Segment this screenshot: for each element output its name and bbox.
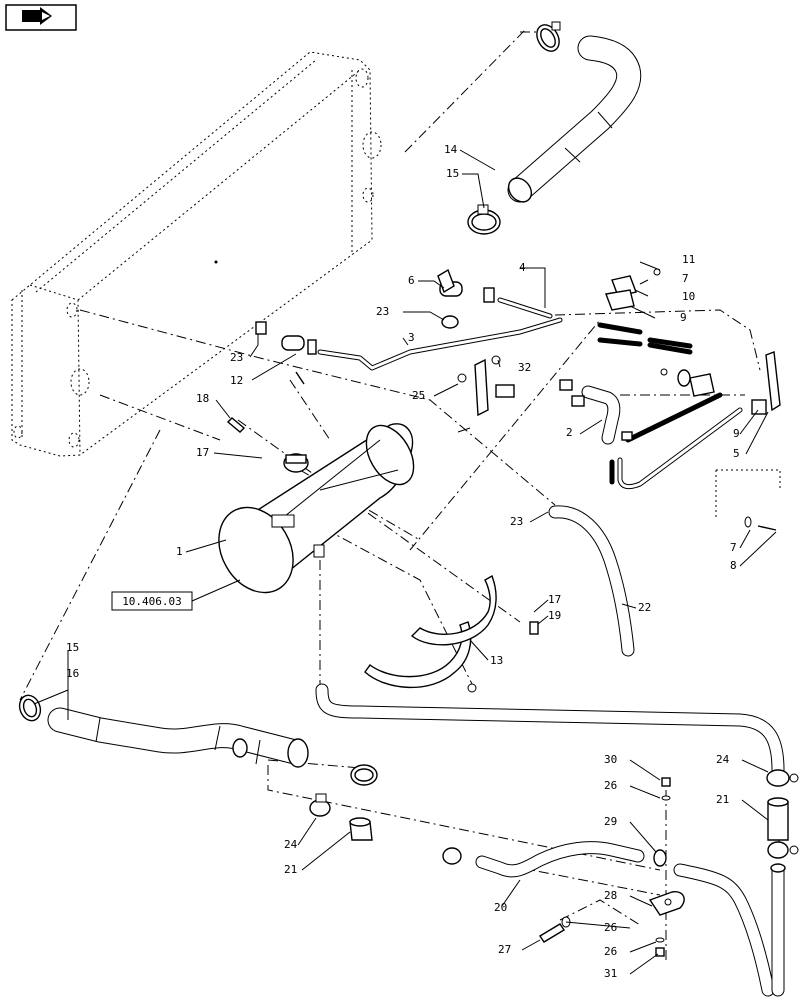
- bolt-19: [529, 621, 539, 635]
- sleeve-21-right: [767, 797, 789, 841]
- bracket-28: [648, 891, 685, 916]
- callout-label: 20: [494, 901, 507, 914]
- callout-label: 11: [682, 253, 695, 266]
- clamp-24-right: [766, 769, 799, 859]
- callout-label: 24: [716, 753, 730, 766]
- callout-label: 8: [730, 559, 737, 572]
- bolt-29: [653, 849, 667, 867]
- bolt-7-8: [744, 516, 777, 531]
- hose-20: [442, 841, 645, 878]
- callout-label: 26: [604, 921, 617, 934]
- callout-label: 23: [376, 305, 389, 318]
- upper-radiator-hose: [507, 35, 642, 203]
- callout-label: 16: [66, 667, 79, 680]
- connection-lines: [19, 29, 781, 960]
- hose-22: [548, 505, 635, 657]
- callout-label: 17: [548, 593, 561, 606]
- callout-label: 21: [716, 793, 729, 806]
- callout-label: 3: [408, 331, 415, 344]
- hose-2: [559, 379, 621, 445]
- lower-radiator-hose: [47, 707, 309, 768]
- tube-bundle-upper: [597, 322, 693, 355]
- callout-label: 4: [519, 261, 526, 274]
- callout-label: 17: [196, 446, 209, 459]
- callout-label: 19: [548, 609, 561, 622]
- callout-label: 9: [680, 311, 687, 324]
- callout-label: 15: [446, 167, 459, 180]
- fasteners-lower: [539, 777, 671, 957]
- callout-label: 31: [604, 967, 617, 980]
- callout-label: 29: [604, 815, 617, 828]
- callout-label: 1: [176, 545, 183, 558]
- callout-leaders: [33, 149, 777, 975]
- callout-label: 21: [284, 863, 297, 876]
- callout-label: 27: [498, 943, 511, 956]
- tube-3: [317, 317, 563, 371]
- callout-label: 5: [733, 447, 740, 460]
- reference-text: 10.406.03: [122, 595, 182, 608]
- reference-leader: [191, 579, 241, 602]
- callout-label: 18: [196, 392, 209, 405]
- coolant-expansion-tank: [218, 423, 415, 594]
- callout-label: 10: [682, 290, 695, 303]
- bracket-25: [457, 355, 515, 433]
- bracket-5: [660, 351, 781, 415]
- hose-clamp-mid: [350, 764, 378, 786]
- hose-clamp-top: [536, 21, 561, 52]
- sleeve-21-left: [349, 817, 373, 841]
- callout-label: 9: [733, 427, 740, 440]
- callout-label: 23: [510, 515, 523, 528]
- callout-label: 26: [604, 779, 617, 792]
- callout-label: 24: [284, 838, 298, 851]
- callout-label: 30: [604, 753, 617, 766]
- callout-label: 15: [66, 641, 79, 654]
- callout-label: 25: [412, 389, 425, 402]
- next-page-arrow-icon: [22, 7, 52, 25]
- clip-24-left: [309, 793, 331, 817]
- callout-labels: 14 15 11 7 10 4 6 9 23 3 23 12 32 25 18 …: [66, 143, 740, 980]
- hose-clamp-15-top: [467, 204, 501, 235]
- callout-label: 32: [518, 361, 531, 374]
- callout-label: 7: [730, 541, 737, 554]
- fittings-upper: [255, 268, 661, 355]
- callout-label: 26: [604, 945, 617, 958]
- hose-right-lower: [673, 863, 786, 997]
- overflow-hose: [315, 683, 785, 777]
- callout-label: 28: [604, 889, 617, 902]
- callout-label: 14: [444, 143, 458, 156]
- callout-label: 23: [230, 351, 243, 364]
- section-reference-link[interactable]: 10.406.03: [111, 591, 193, 611]
- tube-bundle-lower: [609, 392, 743, 490]
- tank-mounting-straps: [364, 574, 497, 693]
- callout-label: 6: [408, 274, 415, 287]
- callout-label: 7: [682, 272, 689, 285]
- bolt-18: [226, 417, 246, 433]
- bolt-upper-vertical: [295, 371, 305, 385]
- callout-label: 13: [490, 654, 503, 667]
- radiator-phantom: [11, 51, 382, 457]
- hose-clamp-15-lower: [18, 694, 42, 722]
- tube-4: [497, 297, 553, 319]
- callout-label: 2: [566, 426, 573, 439]
- next-page-button[interactable]: [5, 4, 77, 31]
- callout-label: 22: [638, 601, 651, 614]
- callout-label: 12: [230, 374, 243, 387]
